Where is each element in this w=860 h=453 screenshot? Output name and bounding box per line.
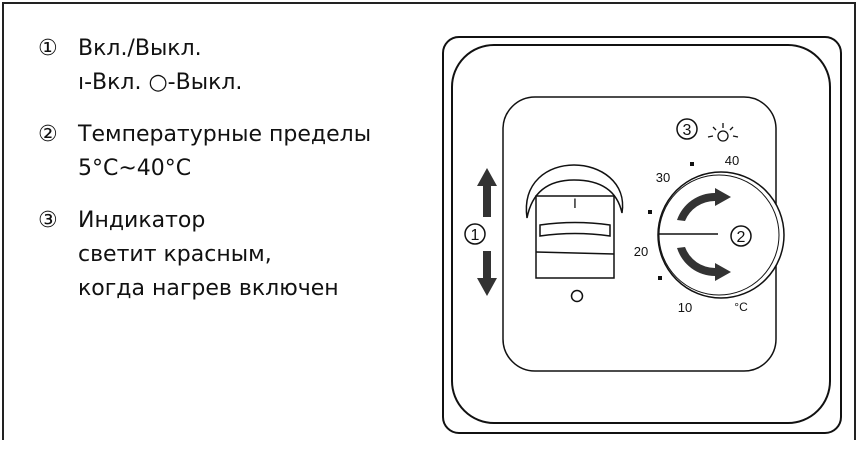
switch-off-mark-icon	[570, 289, 584, 303]
outer-frame	[2, 2, 856, 440]
callout-circle	[464, 223, 486, 245]
legend-detail: светит красным,	[78, 242, 272, 267]
callout-number: 1	[471, 227, 480, 244]
dial-label-20: 20	[634, 244, 648, 259]
arrow-counterclockwise-icon	[677, 247, 731, 281]
device-outer-plate	[442, 36, 842, 434]
legend-item-temperature: ② Температурные пределы 5°C~40°C	[38, 118, 371, 186]
legend-number: ③	[38, 208, 58, 233]
legend-item-indicator: ③ Индикатор светит красным, когда нагрев …	[38, 204, 371, 306]
device-bezel	[451, 44, 831, 424]
arrow-clockwise-icon	[677, 188, 731, 221]
dial-outer-ring	[657, 171, 785, 299]
legend-number: ①	[38, 36, 58, 61]
callout-circle	[676, 118, 698, 140]
callout-dial: 2	[730, 225, 752, 247]
callout-indicator: 3	[676, 118, 698, 140]
switch-on-mark: I	[573, 195, 577, 211]
indicator-light-icon	[707, 123, 739, 142]
dial-label-40: 40	[725, 153, 739, 168]
legend-item-power: ① Вкл./Выкл. ı-Вкл. ○-Выкл.	[38, 32, 371, 100]
arrow-down-icon	[477, 251, 497, 296]
legend-title: Температурные пределы	[78, 122, 372, 147]
callout-switch: 1	[464, 223, 486, 245]
switch-rocker	[535, 195, 615, 279]
dial-unit: °C	[734, 300, 748, 314]
legend-detail: 5°C~40°C	[78, 156, 192, 181]
temperature-dial[interactable]	[657, 171, 785, 299]
tick-mark	[648, 210, 652, 214]
switch-bar	[539, 221, 611, 237]
arrow-up-icon	[477, 168, 497, 217]
power-switch[interactable]: I	[525, 164, 624, 303]
callout-circle	[730, 225, 752, 247]
callout-number: 3	[683, 122, 692, 139]
switch-divider	[535, 251, 615, 255]
legend-detail: ı-Вкл. ○-Выкл.	[78, 70, 243, 95]
tick-mark	[690, 162, 694, 166]
tick-mark	[658, 276, 662, 280]
callout-number: 2	[737, 229, 746, 246]
switch-hood	[525, 164, 624, 219]
legend-detail: когда нагрев включен	[78, 276, 339, 301]
legend-title: Вкл./Выкл.	[78, 36, 202, 61]
dial-inner-ring	[658, 174, 780, 296]
legend-title: Индикатор	[78, 208, 206, 233]
dial-label-10: 10	[678, 300, 692, 315]
legend: ① Вкл./Выкл. ı-Вкл. ○-Выкл. ② Температурны…	[38, 32, 371, 324]
legend-number: ②	[38, 122, 58, 147]
dial-label-30: 30	[656, 170, 670, 185]
